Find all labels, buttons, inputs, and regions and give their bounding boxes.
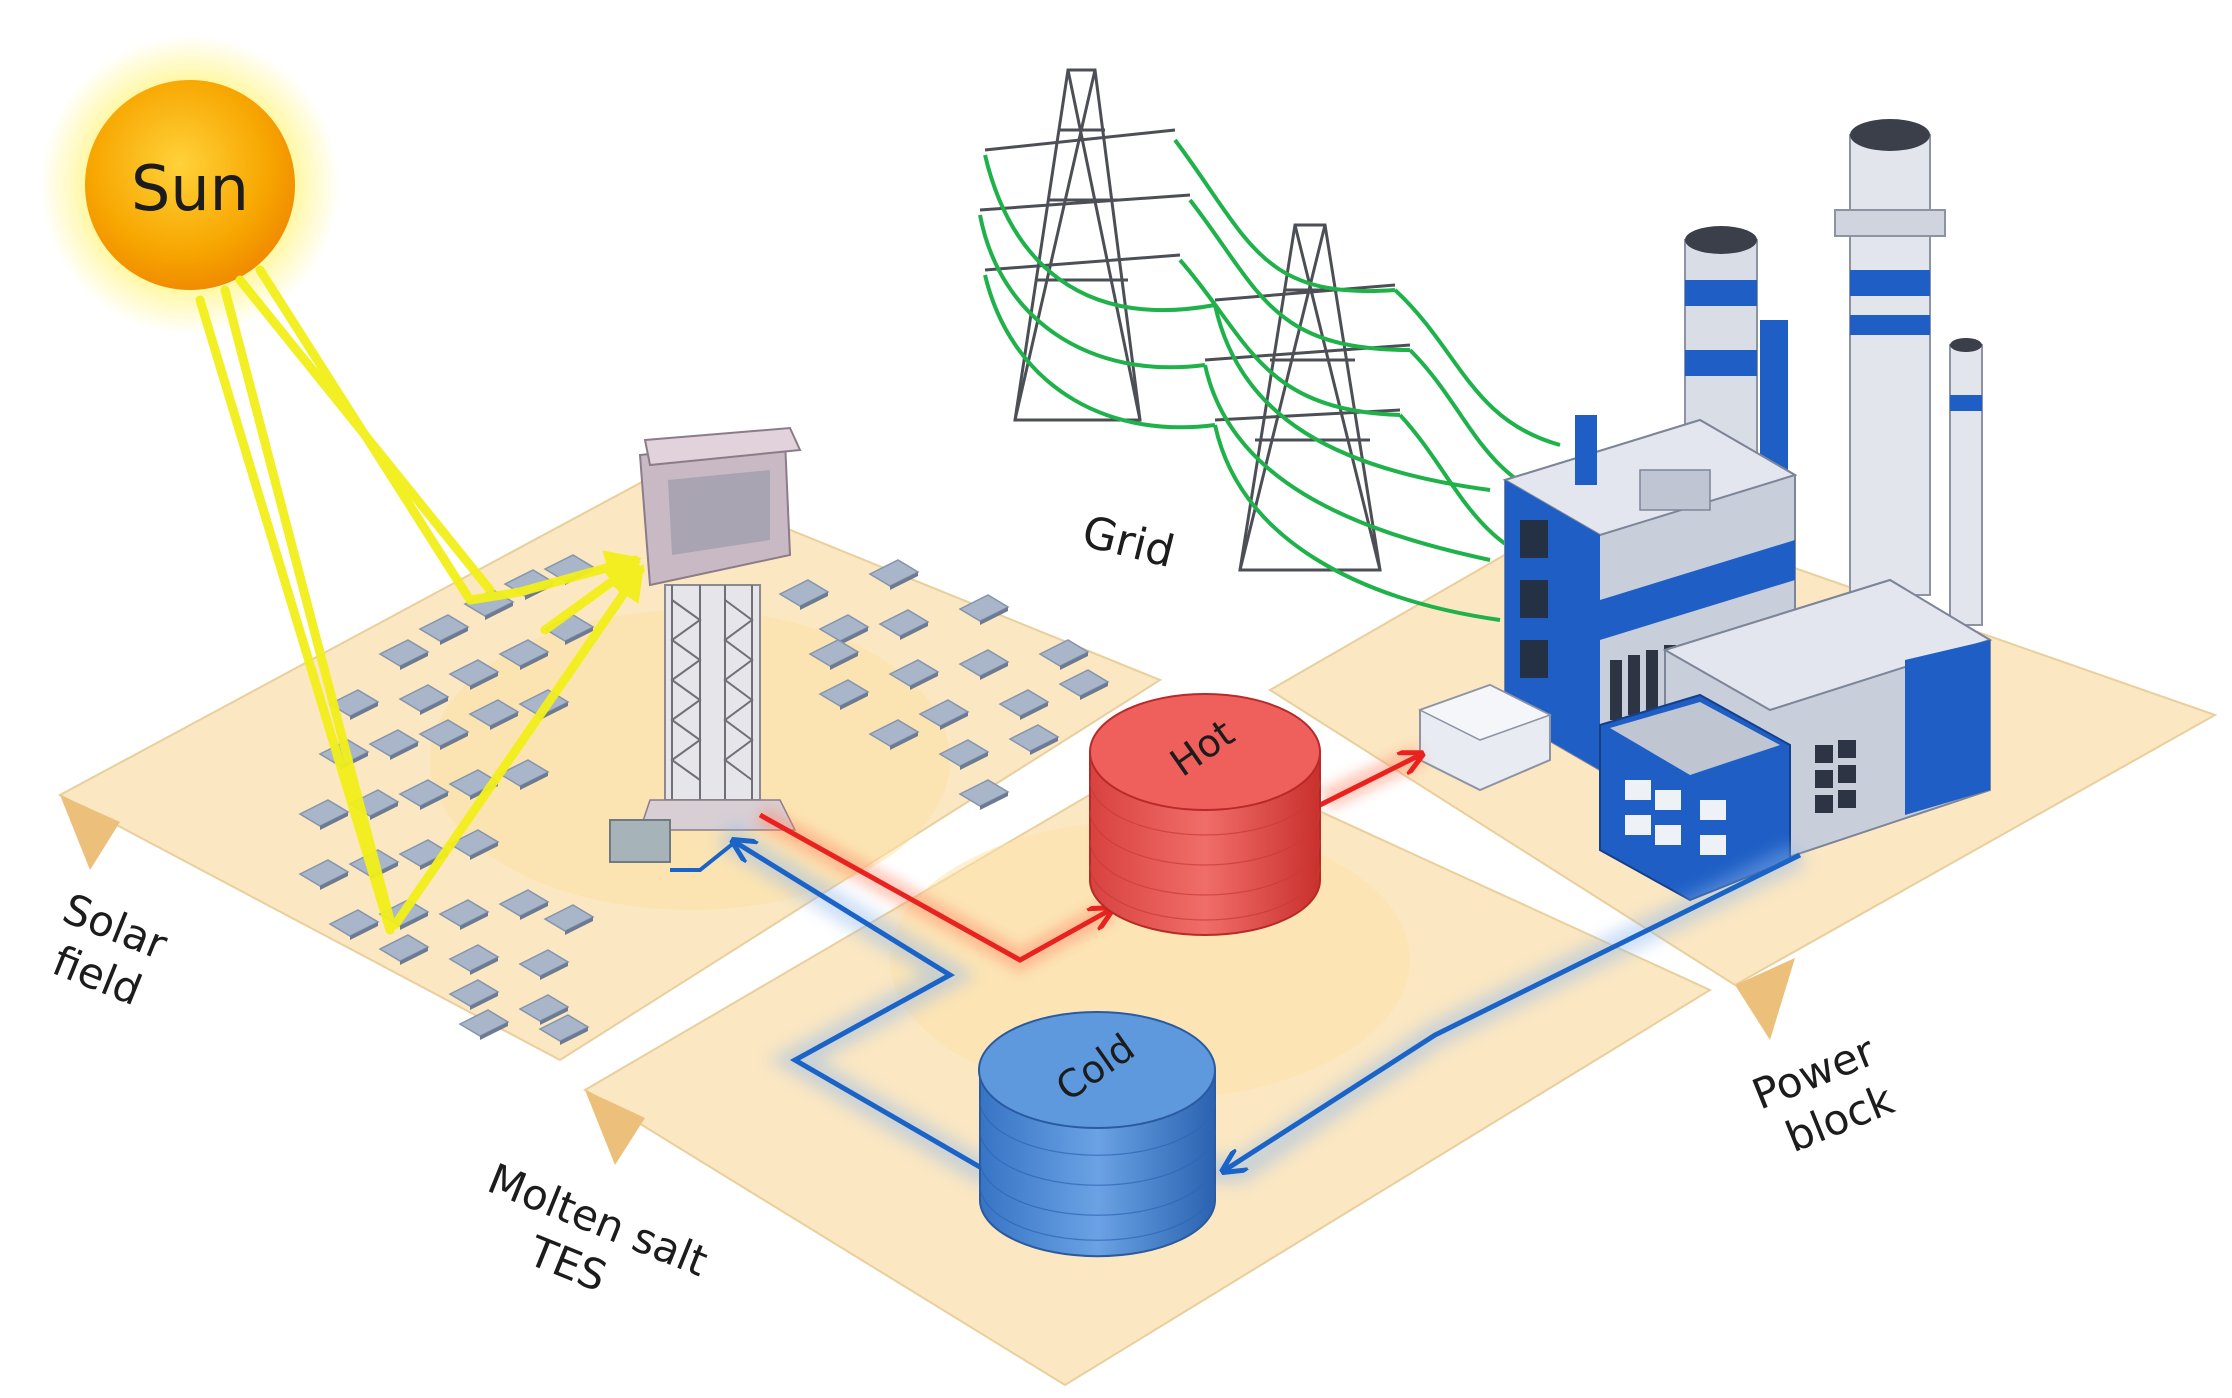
- hot-discharge-line: [1318, 755, 1420, 808]
- cold-tank: Cold: [978, 1011, 1216, 1258]
- grid-wires: [978, 138, 1576, 622]
- tes-tab: [585, 1090, 645, 1165]
- chimney-2: [1834, 119, 1946, 596]
- hot-flow: [754, 745, 1420, 973]
- power-block-buildings: [1418, 119, 1993, 902]
- receiver-tower: [609, 426, 802, 863]
- annex-building: [1599, 693, 1791, 902]
- cold-supply-line: [735, 842, 987, 1173]
- cold-return-line: [1225, 852, 1802, 1170]
- transmission-tower-2: [1204, 223, 1411, 572]
- power-block-label: Power block: [1745, 1026, 1901, 1162]
- chimney-3: [1949, 338, 1983, 626]
- grid-label: Grid: [1077, 506, 1179, 578]
- heat-exchanger-unit: [609, 819, 671, 863]
- molten-salt-tes-label: Molten salt TES: [481, 1154, 714, 1302]
- sun-label: Sun: [131, 152, 249, 225]
- hot-supply-line: [758, 812, 1110, 963]
- sun-disc: [85, 80, 295, 290]
- sun: Sun: [40, 35, 340, 335]
- solar-field-tab: [60, 795, 120, 870]
- power-block-tab: [1735, 958, 1795, 1040]
- cold-flow: [670, 821, 1806, 1183]
- hot-tank: Hot: [1089, 693, 1321, 936]
- grid-infrastructure: Grid: [978, 68, 1576, 622]
- transmission-tower-1: [979, 68, 1191, 422]
- solar-field-label: Solar field: [46, 884, 174, 1015]
- light-rays: [195, 265, 645, 935]
